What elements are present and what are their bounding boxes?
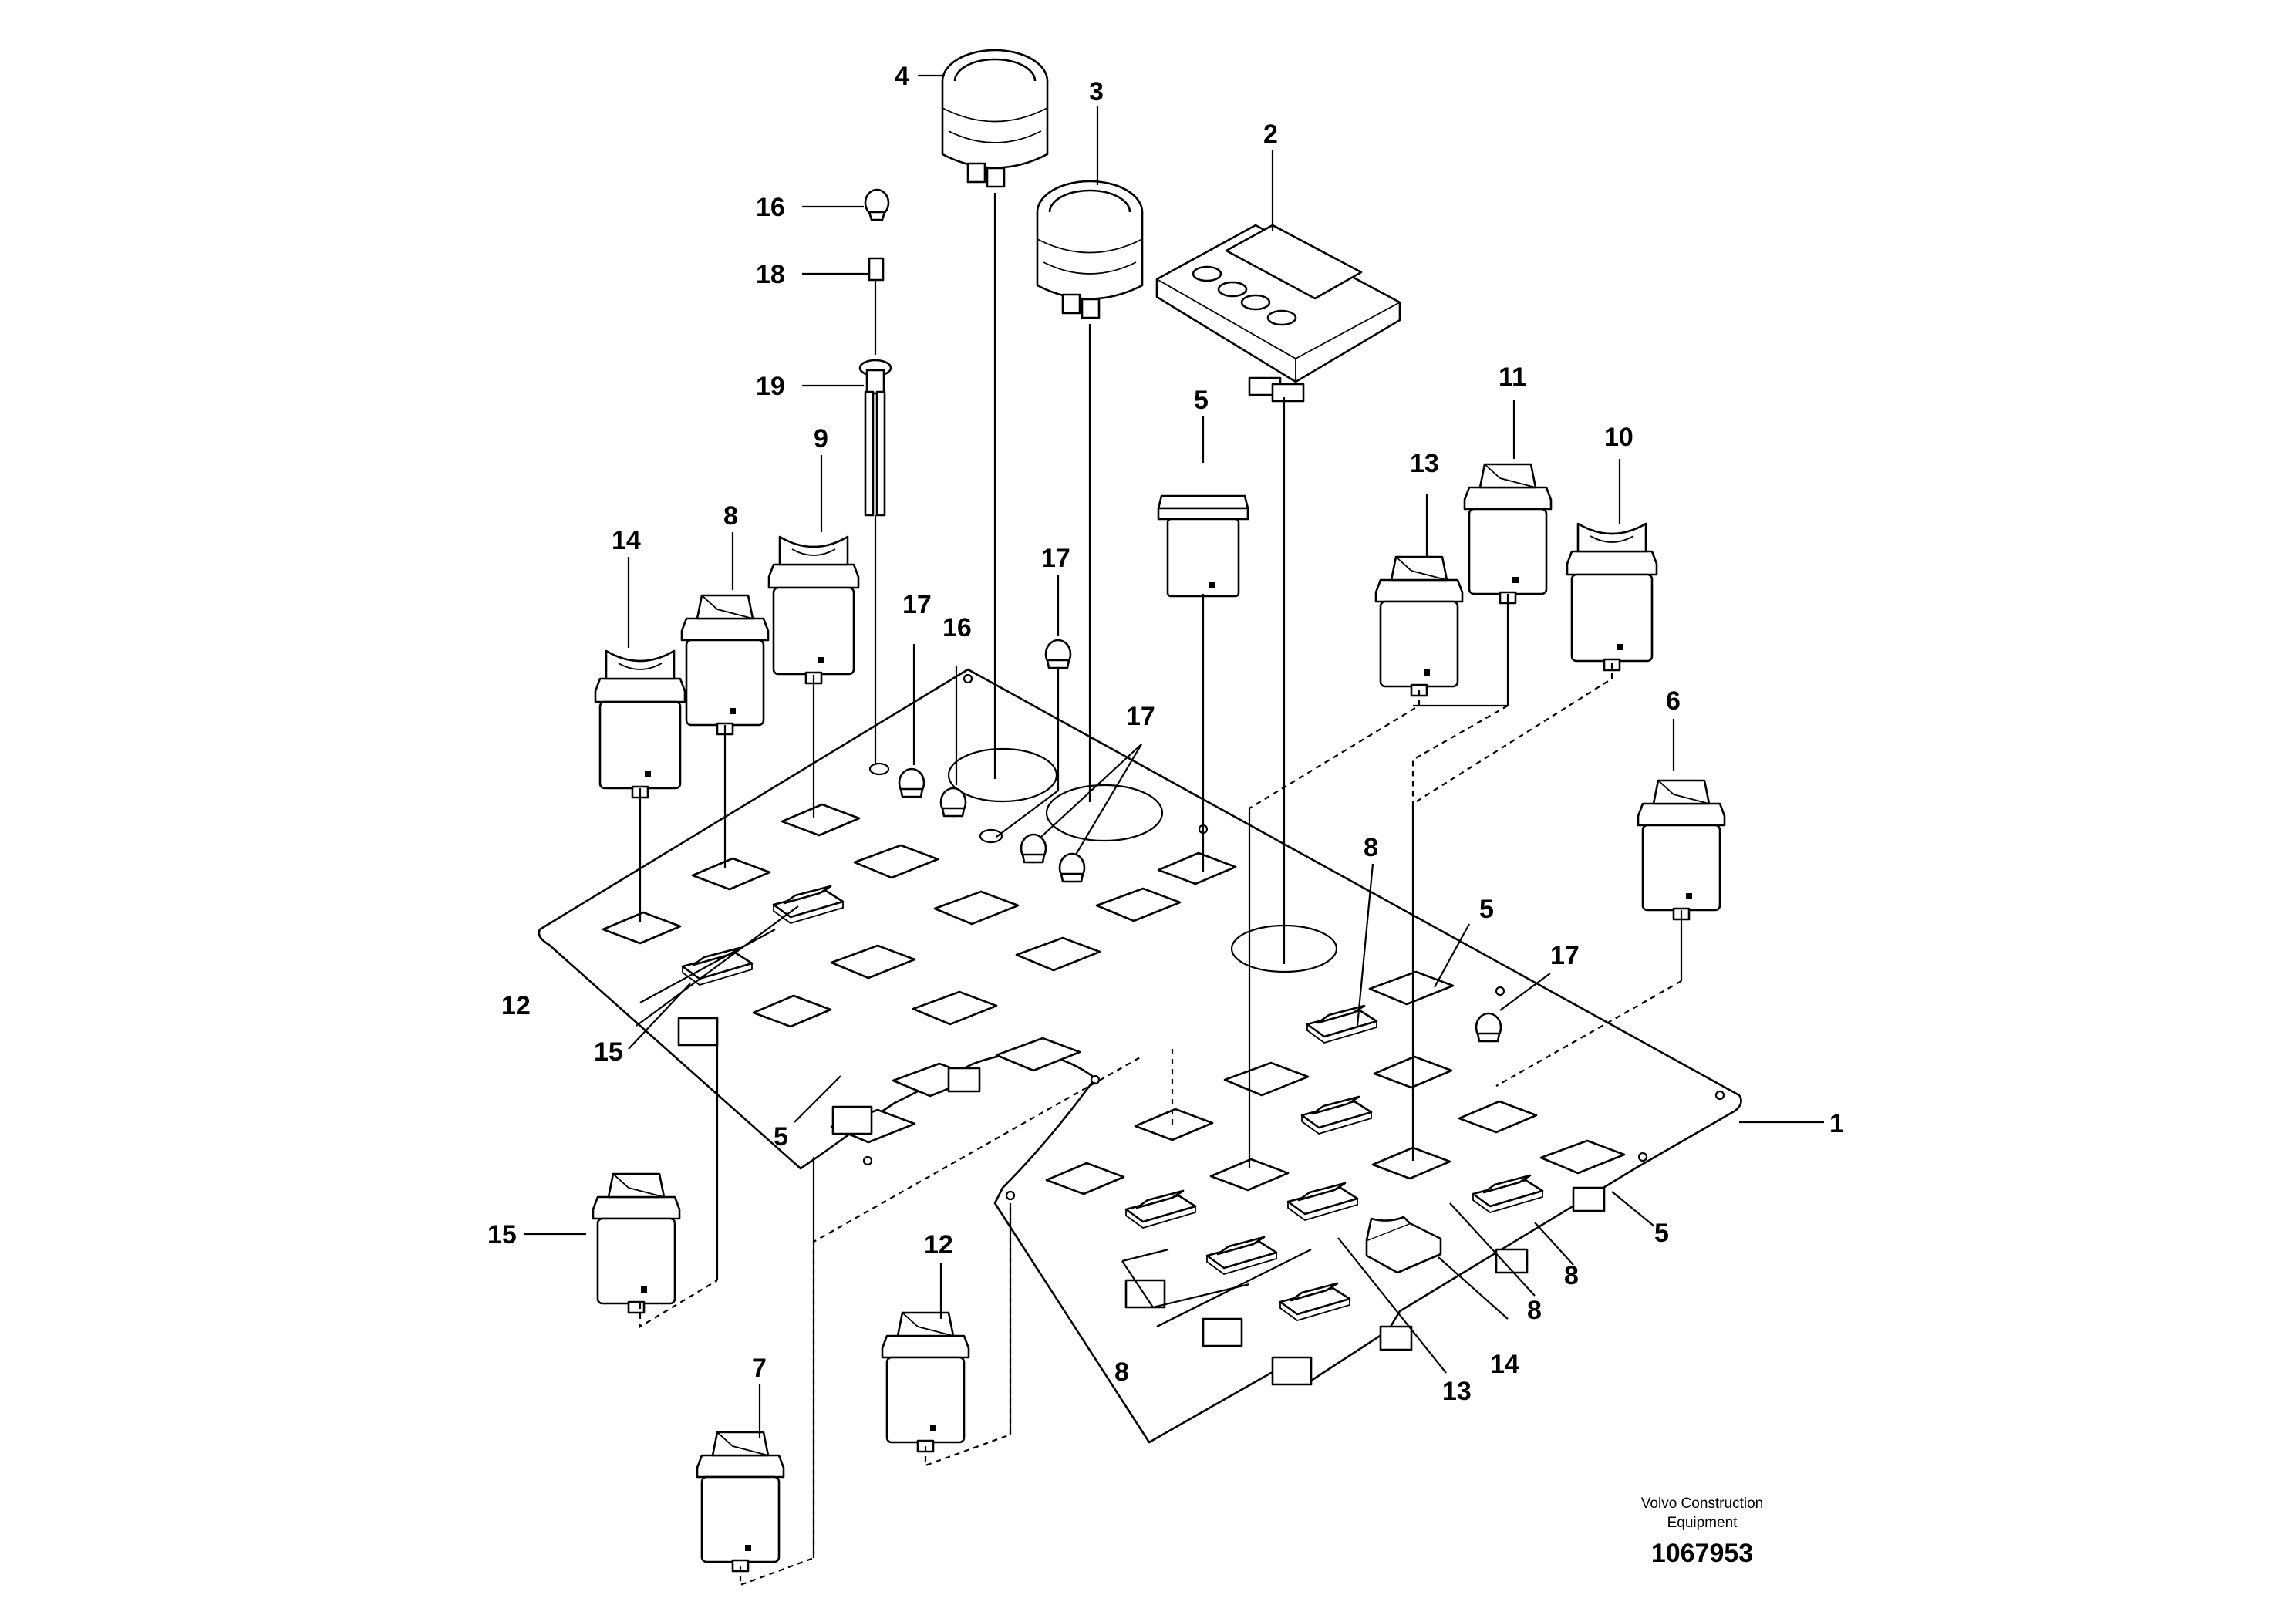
- callout-8b: 8: [1364, 833, 1378, 862]
- document-number: 1067953: [1651, 1539, 1753, 1568]
- callout-18: 18: [756, 260, 785, 289]
- display-module: [1155, 224, 1401, 403]
- lamp-hole: [868, 762, 890, 776]
- switch-14: [594, 649, 686, 799]
- callout-15a: 15: [594, 1037, 623, 1067]
- callout-19: 19: [756, 372, 785, 401]
- callout-14a: 14: [612, 526, 641, 555]
- callout-17b: 17: [902, 590, 932, 619]
- callout-15b: 15: [487, 1220, 517, 1249]
- callout-14b: 14: [1490, 1350, 1519, 1379]
- gauge-3: [1036, 180, 1144, 319]
- switch-13: [1374, 555, 1464, 697]
- callout-10: 10: [1604, 423, 1633, 452]
- callout-5b: 5: [1479, 895, 1494, 924]
- callout-5c: 5: [774, 1122, 788, 1152]
- callout-5d: 5: [1654, 1219, 1669, 1248]
- callout-5a: 5: [1194, 386, 1209, 415]
- callout-16a: 16: [756, 193, 785, 222]
- gauge-hole-left: [947, 747, 1058, 803]
- callout-leaders: [524, 74, 1824, 1438]
- gauge-hole-right: [1045, 784, 1164, 842]
- callout-9: 9: [814, 424, 828, 454]
- callout-8a: 8: [723, 501, 738, 531]
- callout-2: 2: [1263, 120, 1278, 149]
- indicator-lamp: [1475, 1012, 1502, 1043]
- callout-17d: 17: [1550, 941, 1580, 970]
- switch-6: [1637, 779, 1726, 921]
- installed-guarded-switch: [1365, 1216, 1442, 1274]
- callout-labels: 1 2 3 4 5 5 5 5 6 7 8 8 8 8 8 9 10 11 12…: [487, 62, 1844, 1406]
- blank-plug-5: [1157, 494, 1249, 598]
- indicator-lamp: [1020, 833, 1047, 864]
- switch-10: [1566, 522, 1658, 672]
- switch-11: [1463, 463, 1553, 605]
- callout-11: 11: [1499, 363, 1526, 392]
- leader-lines: [639, 193, 1683, 1558]
- callout-16b: 16: [942, 613, 972, 642]
- callout-17c: 17: [1126, 702, 1155, 731]
- indicator-lamp-17: [1044, 639, 1072, 669]
- company-name-line1: Volvo Construction: [1641, 1496, 1763, 1512]
- callout-7: 7: [752, 1354, 767, 1383]
- corporate-stamp: Volvo Construction Equipment 1067953: [1641, 1496, 1763, 1568]
- switch-8: [680, 594, 770, 736]
- panel-plate: [538, 668, 1742, 1444]
- callout-12b: 12: [924, 1230, 953, 1259]
- callout-1: 1: [1829, 1109, 1844, 1138]
- company-name-line2: Equipment: [1667, 1515, 1738, 1531]
- under-plate-connectors: [677, 1017, 1606, 1386]
- callout-17a: 17: [1041, 544, 1070, 573]
- callout-8c: 8: [1564, 1261, 1579, 1290]
- switch-12: [881, 1311, 970, 1453]
- lamp-assembly: [858, 188, 892, 517]
- callout-3: 3: [1089, 77, 1104, 106]
- callout-12a: 12: [501, 991, 531, 1020]
- switch-7: [696, 1431, 785, 1573]
- gauge-4: [941, 49, 1049, 188]
- callout-13b: 13: [1442, 1377, 1472, 1406]
- indicator-lamp: [939, 787, 967, 818]
- switch-9: [767, 535, 860, 685]
- callout-8d: 8: [1527, 1296, 1542, 1325]
- lamp-hole: [979, 828, 1003, 844]
- switch-15: [592, 1172, 681, 1314]
- callout-6: 6: [1666, 686, 1681, 716]
- indicator-lamp: [898, 767, 925, 798]
- callout-8e: 8: [1114, 1357, 1129, 1387]
- dashed-lines: [639, 663, 1682, 1587]
- callout-4: 4: [895, 62, 909, 91]
- indicator-lamp: [1058, 852, 1086, 883]
- callout-13a: 13: [1410, 449, 1439, 478]
